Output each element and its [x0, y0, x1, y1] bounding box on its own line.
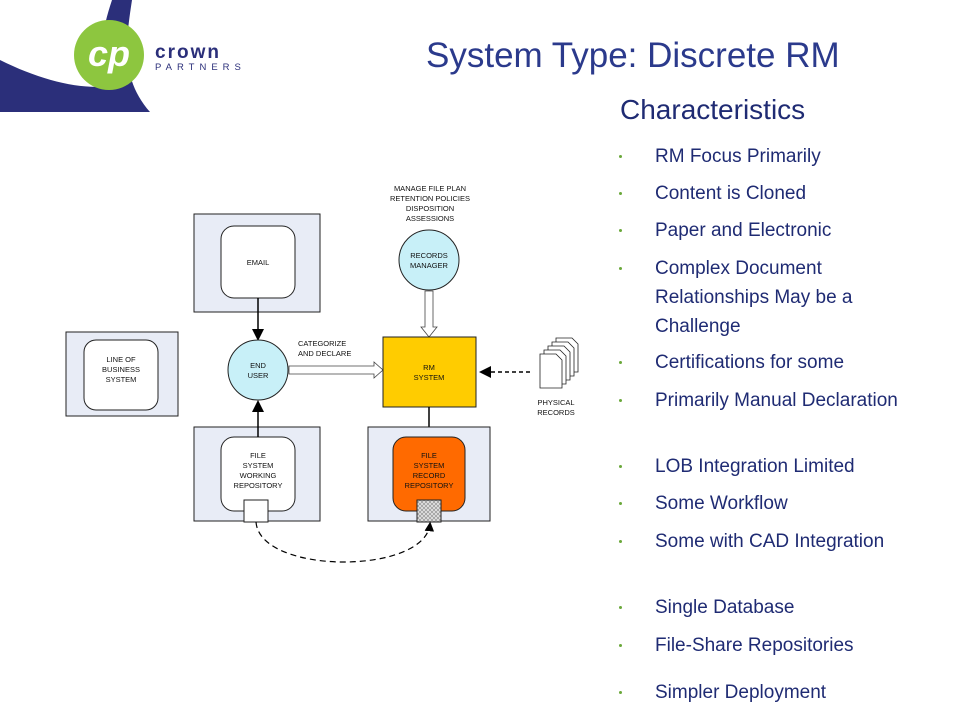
svg-text:ASSESSIONS: ASSESSIONS [406, 214, 454, 223]
svg-text:REPOSITORY: REPOSITORY [405, 481, 454, 490]
svg-text:RECORDS: RECORDS [410, 251, 448, 260]
list-item: Some with CAD Integration [619, 527, 939, 556]
svg-text:RECORDS: RECORDS [537, 408, 575, 417]
bullet-dot-icon [619, 644, 622, 647]
physical-records-icon [539, 337, 579, 389]
list-item: Single Database [619, 593, 939, 622]
list-item: Content is Cloned [619, 179, 939, 208]
bullet-dot-icon [619, 361, 622, 364]
svg-text:SYSTEM: SYSTEM [414, 461, 445, 470]
svg-text:BUSINESS: BUSINESS [102, 365, 140, 374]
end-user-node [227, 339, 289, 401]
bullet-dot-icon [619, 606, 622, 609]
svg-text:FILE: FILE [421, 451, 437, 460]
categorize-arrow [288, 361, 384, 379]
page-title: System Type: Discrete RM [426, 36, 840, 75]
bullet-dot-icon [619, 267, 622, 270]
list-item: Some Workflow [619, 489, 939, 518]
svg-text:FILE: FILE [250, 451, 266, 460]
bullet-dot-icon [619, 691, 622, 694]
svg-text:RM: RM [423, 363, 435, 372]
crown-partners-logo: cp crown PARTNERS [0, 0, 246, 112]
svg-text:WORKING: WORKING [240, 471, 277, 480]
manage-arrow [420, 290, 438, 338]
logo-line2: PARTNERS [155, 62, 246, 73]
rm-system-diagram: MANAGE FILE PLAN RETENTION POLICIES DISP… [65, 184, 579, 563]
bullet-dot-icon [619, 465, 622, 468]
svg-text:SYSTEM: SYSTEM [243, 461, 274, 470]
record-repository-handle [416, 499, 442, 523]
svg-text:LINE OF: LINE OF [106, 355, 136, 364]
list-item: Primarily Manual Declaration [619, 386, 939, 415]
svg-text:AND DECLARE: AND DECLARE [298, 349, 351, 358]
svg-text:MANAGER: MANAGER [410, 261, 449, 270]
bullet-dot-icon [619, 540, 622, 543]
svg-text:USER: USER [248, 371, 269, 380]
lob-node [83, 339, 159, 411]
categorize-label: CATEGORIZE AND DECLARE [298, 339, 351, 358]
records-manager-node [398, 229, 460, 291]
list-item: Simpler Deployment [619, 678, 939, 707]
records-manager-duties-label: MANAGE FILE PLAN RETENTION POLICIES DISP… [390, 184, 470, 223]
svg-text:CATEGORIZE: CATEGORIZE [298, 339, 346, 348]
list-item: Paper and Electronic [619, 216, 939, 245]
bullet-dot-icon [619, 229, 622, 232]
bullet-dot-icon [619, 502, 622, 505]
svg-text:PHYSICAL: PHYSICAL [537, 398, 574, 407]
list-item: LOB Integration Limited [619, 452, 939, 481]
list-item: Certifications for some [619, 348, 939, 377]
list-item: Complex Document Relationships May be a … [619, 254, 939, 341]
list-item: File-Share Repositories [619, 631, 939, 660]
bullet-dot-icon [619, 399, 622, 402]
bullet-dot-icon [619, 192, 622, 195]
svg-text:MANAGE FILE PLAN: MANAGE FILE PLAN [394, 184, 466, 193]
svg-text:END: END [250, 361, 266, 370]
svg-text:DISPOSITION: DISPOSITION [406, 204, 454, 213]
list-item: RM Focus Primarily [619, 142, 939, 171]
logo-circle [74, 20, 144, 90]
bullet-dot-icon [619, 155, 622, 158]
svg-text:SYSTEM: SYSTEM [106, 375, 137, 384]
logo-line1: crown [155, 42, 221, 63]
clone-link [255, 521, 435, 563]
characteristics-heading: Characteristics [620, 94, 806, 125]
svg-text:cp: cp [88, 33, 130, 74]
working-repository-handle [243, 499, 269, 523]
svg-text:RETENTION POLICIES: RETENTION POLICIES [390, 194, 470, 203]
svg-text:REPOSITORY: REPOSITORY [234, 481, 283, 490]
email-label: EMAIL [247, 258, 270, 267]
svg-text:RECORD: RECORD [413, 471, 446, 480]
rm-system-node [382, 336, 477, 408]
svg-text:SYSTEM: SYSTEM [414, 373, 445, 382]
